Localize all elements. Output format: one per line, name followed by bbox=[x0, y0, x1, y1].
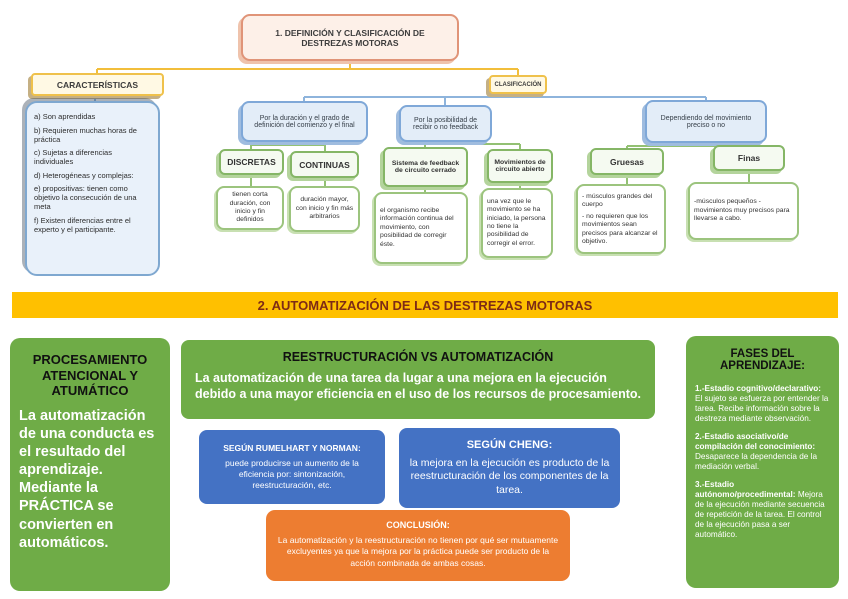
desc-finas-text: -músculos pequeños - movimientos muy pre… bbox=[694, 198, 790, 223]
caracteristicas-label: CARACTERÍSTICAS bbox=[56, 79, 139, 90]
clasificacion-label: CLASIFICACIÓN bbox=[494, 81, 542, 88]
desc-discretas: tienen corta duración, con inicio y fin … bbox=[216, 186, 284, 230]
diagram-title: 1. DEFINICIÓN Y CLASIFICACIÓN DE DESTREZ… bbox=[275, 27, 425, 48]
category-circuito-cerrado-text: Sistema de feedback de circuito cerrado bbox=[391, 160, 460, 174]
caracteristica-item: d) Heterogéneas y complejas: bbox=[34, 170, 134, 180]
procesamiento-title: PROCESAMIENTO ATENCIONAL Y ATUMÁTICO bbox=[32, 352, 148, 399]
fase-2-text: Desaparece la dependencia de la mediació… bbox=[695, 452, 817, 472]
desc-circuito-abierto: una vez que le movimiento se ha iniciado… bbox=[481, 188, 553, 258]
fase-item-1: 1.-Estadio cognitivo/declarativo: El suj… bbox=[695, 384, 830, 424]
category-discretas-node: DISCRETAS bbox=[219, 149, 284, 175]
rumelhart-body: puede producirse un aumento de la eficie… bbox=[225, 457, 359, 491]
reestructuracion-body: La automatización de una tarea da lugar … bbox=[195, 371, 641, 402]
caracteristica-item: e) propositivas: tienen como objetivo la… bbox=[34, 184, 137, 211]
category-circuito-abierto-text: Movimientos de circuito abierto bbox=[494, 159, 546, 173]
section2-banner-text: 2. AUTOMATIZACIÓN DE LAS DESTREZAS MOTOR… bbox=[257, 297, 593, 313]
desc-gruesas: - músculos grandes del cuerpo - no requi… bbox=[576, 184, 666, 254]
category-discretas-text: DISCRETAS bbox=[227, 157, 276, 167]
fase-2-lead: 2.-Estadio asociativo/de compilación del… bbox=[695, 432, 816, 452]
fase-1-text: El sujeto se esfuerza por entender la ta… bbox=[695, 394, 829, 423]
cheng-title: SEGÚN CHENG: bbox=[466, 438, 553, 451]
conclusion-body: La automatización y la reestructuración … bbox=[277, 535, 559, 568]
rumelhart-panel: SEGÚN RUMELHART Y NORMAN: puede producir… bbox=[199, 430, 385, 504]
fase-item-2: 2.-Estadio asociativo/de compilación del… bbox=[695, 432, 830, 472]
section2-banner: 2. AUTOMATIZACIÓN DE LAS DESTREZAS MOTOR… bbox=[12, 292, 838, 318]
caracteristica-item: a) Son aprendidas bbox=[34, 112, 96, 121]
cheng-body: la mejora en la ejecución es producto de… bbox=[409, 456, 610, 496]
clasificacion-label-node: CLASIFICACIÓN bbox=[489, 75, 547, 94]
conclusion-title: CONCLUSIÓN: bbox=[386, 520, 450, 530]
criterion-duracion-text: Por la duración y el grado de definición… bbox=[254, 114, 355, 129]
diagram-title-node: 1. DEFINICIÓN Y CLASIFICACIÓN DE DESTREZ… bbox=[241, 14, 459, 61]
desc-discretas-text: tienen corta duración, con inicio y fin … bbox=[229, 191, 271, 224]
criterion-feedback-node: Por la posibilidad de recibir o no feedb… bbox=[399, 105, 492, 142]
desc-circuito-abierto-text: una vez que le movimiento se ha iniciado… bbox=[487, 197, 546, 247]
caracteristica-item: c) Sujetas a diferencias individuales bbox=[34, 148, 112, 166]
reestructuracion-panel: REESTRUCTURACIÓN VS AUTOMATIZACIÓN La au… bbox=[181, 340, 655, 419]
caracteristica-item: b) Requieren muchas horas de práctica bbox=[34, 125, 137, 144]
desc-circuito-cerrado-text: el organismo recibe información continua… bbox=[380, 206, 454, 248]
category-gruesas-text: Gruesas bbox=[609, 156, 645, 167]
criterion-feedback-text: Por la posibilidad de recibir o no feedb… bbox=[413, 116, 478, 131]
conclusion-panel: CONCLUSIÓN: La automatización y la reest… bbox=[266, 510, 570, 581]
desc-continuas: duración mayor, con inicio y fin más arb… bbox=[289, 186, 360, 232]
desc-circuito-cerrado: el organismo recibe información continua… bbox=[374, 192, 468, 264]
cheng-panel: SEGÚN CHENG: la mejora en la ejecución e… bbox=[399, 428, 620, 508]
fase-3-lead: 3.-Estadio autónomo/procedimental: bbox=[695, 480, 796, 500]
desc-continuas-text: duración mayor, con inicio y fin más arb… bbox=[295, 196, 354, 221]
procesamiento-panel: PROCESAMIENTO ATENCIONAL Y ATUMÁTICO La … bbox=[10, 338, 170, 591]
reestructuracion-title: REESTRUCTURACIÓN VS AUTOMATIZACIÓN bbox=[282, 350, 554, 364]
caracteristicas-list: a) Son aprendidas b) Requieren muchas ho… bbox=[25, 101, 160, 276]
category-finas-text: Finas bbox=[737, 153, 761, 163]
caracteristicas-label-node: CARACTERÍSTICAS bbox=[31, 73, 164, 96]
fase-item-3: 3.-Estadio autónomo/procedimental: Mejor… bbox=[695, 480, 830, 540]
fases-title: FASES DEL APRENDIZAJE: bbox=[720, 348, 805, 372]
category-continuas-text: CONTINUAS bbox=[299, 159, 350, 170]
category-gruesas-node: Gruesas bbox=[590, 148, 664, 175]
procesamiento-body: La automatización de una conducta es el … bbox=[19, 407, 155, 551]
fase-3-text: Mejora de la ejecución mediante secuenci… bbox=[695, 490, 825, 540]
category-circuito-abierto-node: Movimientos de circuito abierto bbox=[487, 149, 553, 183]
desc-gruesas-line2: - no requieren que los movimientos sean … bbox=[582, 212, 658, 246]
criterion-precision-text: Dependiendo del movimiento preciso o no bbox=[660, 114, 752, 129]
category-continuas-node: CONTINUAS bbox=[290, 151, 359, 178]
category-circuito-cerrado-node: Sistema de feedback de circuito cerrado bbox=[383, 147, 468, 187]
criterion-duracion-node: Por la duración y el grado de definición… bbox=[241, 101, 368, 142]
fases-panel: FASES DEL APRENDIZAJE: 1.-Estadio cognit… bbox=[686, 336, 839, 588]
criterion-precision-node: Dependiendo del movimiento preciso o no bbox=[645, 100, 767, 143]
category-finas-node: Finas bbox=[713, 145, 785, 171]
desc-finas: -músculos pequeños - movimientos muy pre… bbox=[688, 182, 799, 240]
caracteristica-item: f) Existen diferencias entre el experto … bbox=[34, 215, 131, 234]
fase-1-lead: 1.-Estadio cognitivo/declarativo: bbox=[695, 384, 822, 393]
connector-lines bbox=[94, 61, 750, 193]
rumelhart-title: SEGÚN RUMELHART Y NORMAN: bbox=[223, 442, 361, 453]
desc-gruesas-line1: - músculos grandes del cuerpo bbox=[582, 193, 653, 209]
